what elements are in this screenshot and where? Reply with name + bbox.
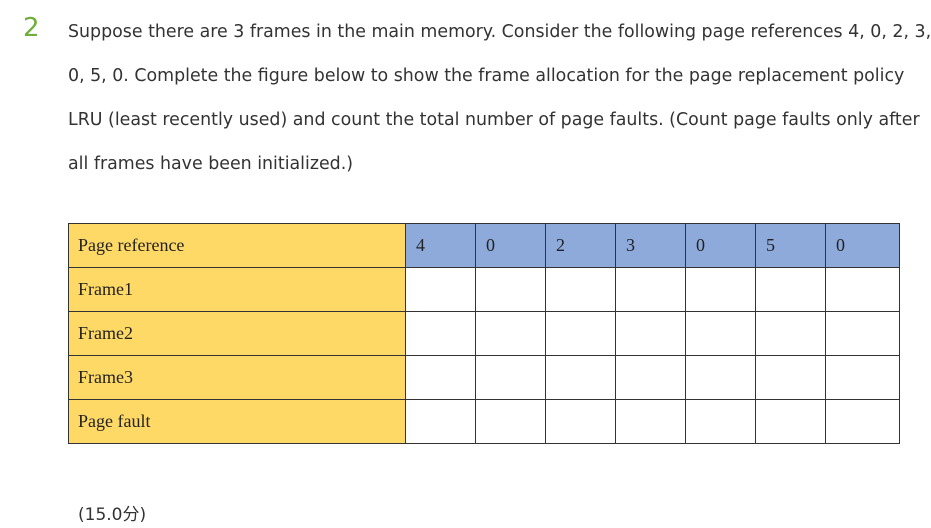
frame3-cell[interactable] [825, 355, 900, 400]
frame3-row: Frame3 [68, 355, 900, 400]
page-fault-cell[interactable] [405, 399, 476, 444]
frame1-row: Frame1 [68, 267, 900, 312]
frame1-cell[interactable] [755, 267, 826, 312]
question-line-4: all frames have been initialized.) [68, 154, 354, 174]
page-reference-cell: 0 [685, 223, 756, 268]
page-fault-cell[interactable] [825, 399, 900, 444]
frame3-cell[interactable] [545, 355, 616, 400]
frame1-cell[interactable] [405, 267, 476, 312]
row-label-page-fault: Page fault [68, 399, 406, 444]
frame1-cell[interactable] [615, 267, 686, 312]
score-label: (15.0分) [78, 505, 147, 525]
page-reference-cell: 5 [755, 223, 826, 268]
row-label-frame1: Frame1 [68, 267, 406, 312]
frame2-cell[interactable] [615, 311, 686, 356]
frame2-row: Frame2 [68, 311, 900, 356]
frame3-cell[interactable] [615, 355, 686, 400]
page-reference-cell: 2 [545, 223, 616, 268]
question-line-2: 0, 5, 0. Complete the figure below to sh… [68, 66, 905, 86]
page-fault-cell[interactable] [685, 399, 756, 444]
frame3-cell[interactable] [755, 355, 826, 400]
row-label-page-reference: Page reference [68, 223, 406, 268]
question-line-3: LRU (least recently used) and count the … [68, 110, 920, 130]
question-page: 2 Suppose there are 3 frames in the main… [23, 10, 931, 525]
question-line-1: Suppose there are 3 frames in the main m… [68, 22, 931, 42]
frame2-cell[interactable] [685, 311, 756, 356]
page-fault-row: Page fault [68, 399, 900, 444]
page-fault-cell[interactable] [475, 399, 546, 444]
frame1-cell[interactable] [475, 267, 546, 312]
page-reference-row: Page reference 4 0 2 3 0 5 0 [68, 223, 900, 268]
frame2-cell[interactable] [755, 311, 826, 356]
page-reference-cell: 0 [825, 223, 900, 268]
frame1-cell[interactable] [825, 267, 900, 312]
question-text: Suppose there are 3 frames in the main m… [68, 10, 931, 186]
frame3-cell[interactable] [685, 355, 756, 400]
page-reference-cell: 0 [475, 223, 546, 268]
question-number: 2 [23, 13, 40, 43]
page-fault-cell[interactable] [615, 399, 686, 444]
frame3-cell[interactable] [405, 355, 476, 400]
lru-frame-table: Page reference 4 0 2 3 0 5 0 Frame1 Fram… [68, 223, 900, 444]
frame1-cell[interactable] [545, 267, 616, 312]
page-fault-cell[interactable] [545, 399, 616, 444]
frame1-cell[interactable] [685, 267, 756, 312]
page-reference-cell: 3 [615, 223, 686, 268]
page-reference-cell: 4 [405, 223, 476, 268]
row-label-frame3: Frame3 [68, 355, 406, 400]
page-fault-cell[interactable] [755, 399, 826, 444]
row-label-frame2: Frame2 [68, 311, 406, 356]
frame2-cell[interactable] [825, 311, 900, 356]
frame3-cell[interactable] [475, 355, 546, 400]
frame2-cell[interactable] [475, 311, 546, 356]
frame2-cell[interactable] [405, 311, 476, 356]
frame2-cell[interactable] [545, 311, 616, 356]
